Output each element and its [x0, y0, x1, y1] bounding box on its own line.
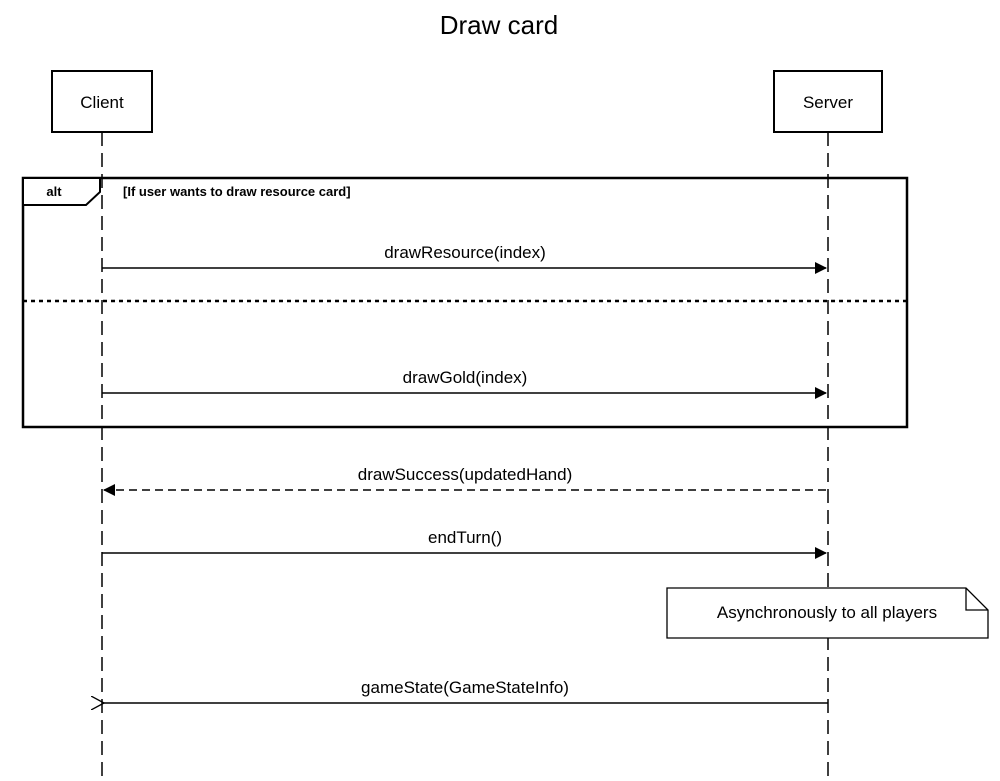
- draw-resource-label: drawResource(index): [384, 243, 546, 262]
- async-note: Asynchronously to all players: [666, 587, 989, 639]
- message-draw-success: drawSuccess(updatedHand): [103, 465, 826, 496]
- message-game-state: gameState(GameStateInfo): [104, 678, 828, 703]
- game-state-label: gameState(GameStateInfo): [361, 678, 569, 697]
- server-actor-label: Server: [803, 93, 853, 112]
- alt-fragment: alt [If user wants to draw resource card…: [21, 176, 909, 429]
- end-turn-label: endTurn(): [428, 528, 502, 547]
- diagram-title: Draw card: [440, 10, 558, 40]
- client-actor: Client: [51, 70, 153, 133]
- client-actor-label: Client: [80, 93, 124, 112]
- draw-gold-label: drawGold(index): [403, 368, 528, 387]
- draw-success-label: drawSuccess(updatedHand): [358, 465, 573, 484]
- alt-guard-label: [If user wants to draw resource card]: [123, 184, 351, 199]
- server-actor: Server: [773, 70, 883, 133]
- message-draw-gold: drawGold(index): [102, 368, 827, 399]
- message-draw-resource: drawResource(index): [102, 243, 827, 274]
- alt-operator-tab: [22, 177, 101, 206]
- message-end-turn: endTurn(): [102, 528, 827, 559]
- note-text: Asynchronously to all players: [717, 603, 937, 622]
- note-fold: [965, 588, 988, 611]
- alt-operator-label: alt: [46, 184, 62, 199]
- note-shape: [666, 587, 989, 639]
